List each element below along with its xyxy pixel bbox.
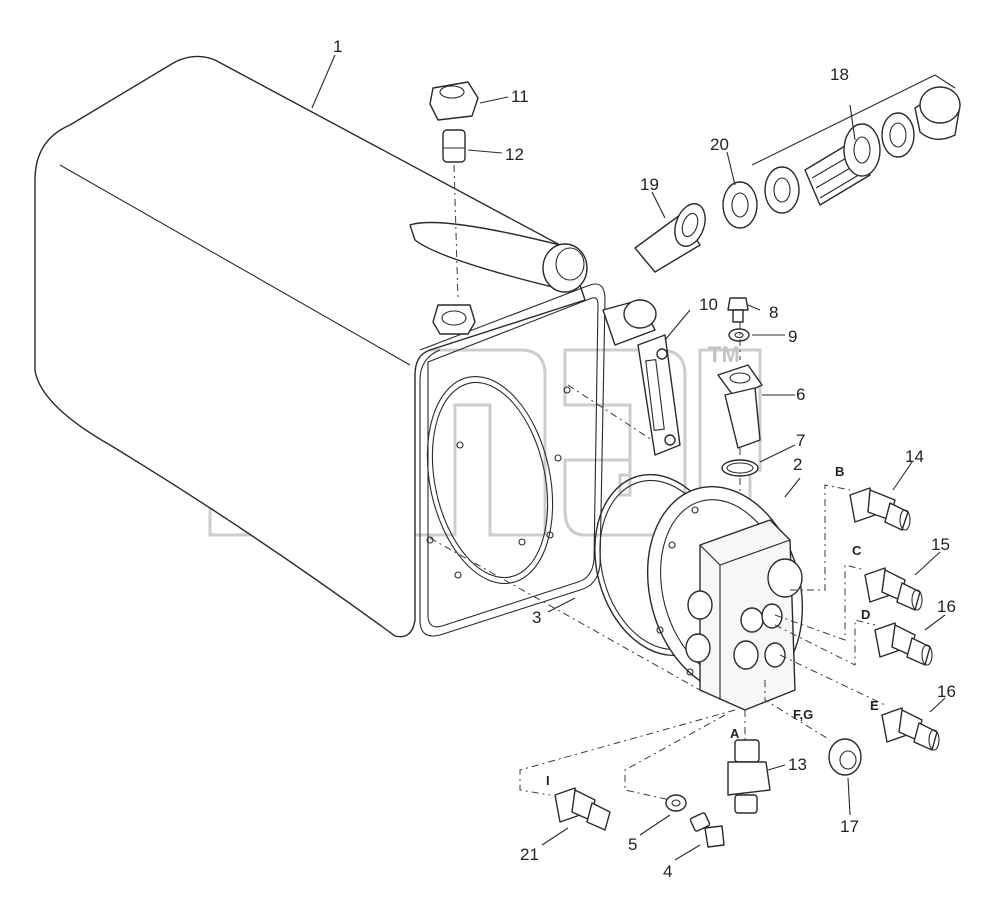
label-part-3: 3 [532, 608, 541, 627]
part-20-gasket-flange [722, 166, 800, 229]
part-9-washer [728, 328, 750, 342]
part-16a-fitting [874, 622, 933, 666]
port-label-FG: F,G [793, 707, 813, 722]
label-part-4: 4 [663, 862, 672, 881]
axis-port-I [519, 709, 736, 796]
part-15-fitting [864, 567, 923, 611]
part-14-fitting [849, 487, 911, 531]
part-11-nut [429, 81, 479, 121]
port-label-D: D [861, 607, 870, 622]
label-part-21: 21 [520, 845, 539, 864]
part-17-plug [828, 738, 862, 776]
part-19-filter-tube [634, 203, 706, 273]
label-part-20: 20 [710, 135, 729, 154]
label-part-18: 18 [830, 65, 849, 84]
part-8-bolt [727, 297, 749, 323]
axis-port-C [774, 564, 866, 641]
axis-port-FG [764, 680, 831, 741]
part-7-oring [721, 459, 759, 477]
part-10-level-gauge [637, 334, 681, 456]
label-part-13: 13 [788, 755, 807, 774]
tank-body [34, 55, 657, 638]
part-2-valve-block [646, 486, 804, 711]
part-6-strainer [717, 364, 763, 449]
label-part-11: 11 [511, 87, 529, 106]
port-label-C: C [852, 543, 862, 558]
label-part-8: 8 [769, 303, 778, 322]
label-part-5: 5 [628, 835, 637, 854]
label-part-14: 14 [905, 447, 924, 466]
axis-port-E [779, 654, 886, 706]
label-part-7: 7 [796, 431, 805, 450]
port-label-E: E [870, 698, 879, 713]
label-part-16a: 16 [937, 597, 956, 616]
part-5-washer [665, 794, 687, 812]
label-part-19: 19 [640, 175, 659, 194]
label-part-2: 2 [793, 455, 802, 474]
port-label-B: B [835, 464, 844, 479]
part-13-fitting [727, 739, 771, 814]
label-part-1: 1 [333, 37, 342, 56]
label-part-12: 12 [505, 145, 524, 164]
axis-port-B [790, 484, 851, 591]
label-part-15: 15 [931, 535, 950, 554]
bracket-18 [751, 74, 956, 166]
part-18-filter-element [804, 86, 961, 206]
part-21-fitting [554, 787, 611, 831]
axis-tank-to-block [429, 537, 701, 691]
axis-11-12 [453, 164, 459, 301]
part-16b-fitting [881, 707, 940, 751]
port-label-I: I [546, 773, 550, 788]
label-part-16b: 16 [937, 682, 956, 701]
part-12-fitting [442, 129, 466, 163]
axis-10 [567, 384, 653, 441]
label-part-6: 6 [796, 385, 805, 404]
label-part-10: 10 [699, 295, 718, 314]
part-4-bolt [689, 812, 725, 848]
port-label-A: A [730, 726, 740, 741]
label-part-9: 9 [788, 327, 797, 346]
watermark-tm: TM [708, 342, 740, 367]
label-part-17: 17 [840, 817, 859, 836]
leader-lines [311, 54, 946, 861]
axis-port-5 [624, 714, 726, 801]
